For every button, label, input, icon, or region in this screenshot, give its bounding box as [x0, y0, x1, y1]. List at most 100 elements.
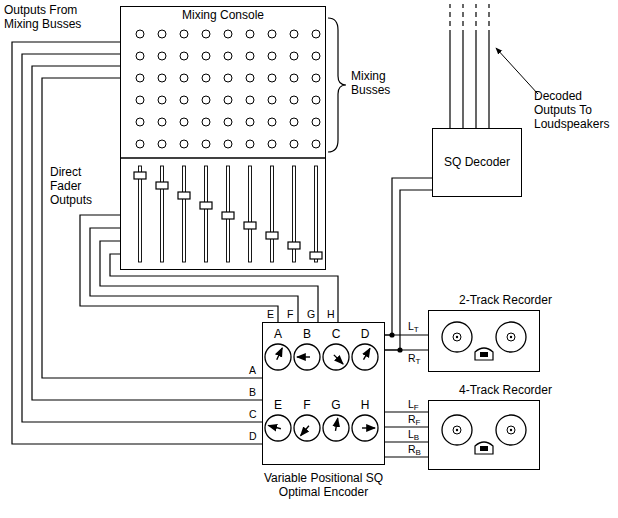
tape-head-gap	[480, 446, 488, 451]
bus-knob	[180, 74, 188, 82]
bus-knob	[268, 30, 276, 38]
fader-cap	[134, 172, 146, 179]
annotation: Direct Fader Outputs	[50, 166, 114, 207]
bus-knob	[136, 118, 144, 126]
bus-knob	[312, 52, 320, 60]
signal-letter: L	[408, 428, 414, 440]
bus-knob	[224, 30, 232, 38]
bus-knob	[224, 140, 232, 148]
encoder-knob	[294, 415, 320, 441]
bus-knob	[202, 52, 210, 60]
bus-knob	[202, 140, 210, 148]
encoder-knob	[265, 344, 291, 370]
node-title: SQ Decoder	[444, 156, 510, 170]
signal-name: LT	[407, 321, 420, 333]
annotation: Mixing Busses	[351, 70, 403, 98]
bus-knob	[158, 30, 166, 38]
fader-cap	[200, 202, 212, 209]
annotation: Decoded Outputs To Loudspeakers	[534, 90, 616, 131]
tape-head-gap	[480, 352, 488, 357]
knob-pointer	[334, 355, 343, 364]
reel	[442, 322, 472, 352]
signal-name: F	[286, 309, 294, 320]
console-divider	[120, 157, 326, 159]
signal-subscript: B	[416, 448, 421, 457]
reel-hub	[453, 333, 461, 341]
signal-name: A	[248, 365, 257, 376]
signal-letter: R	[408, 413, 416, 425]
signal-name: C	[248, 409, 258, 420]
knob-pointer	[335, 418, 337, 431]
bus-knob	[158, 140, 166, 148]
bus-knob	[268, 96, 276, 104]
bus-knob	[246, 30, 254, 38]
bus-knob	[136, 30, 144, 38]
fader-slot	[271, 166, 274, 262]
bus-knob	[136, 74, 144, 82]
knob-pointer	[268, 425, 281, 428]
bus-knob	[290, 74, 298, 82]
bus-knob	[136, 96, 144, 104]
signal-subscript: T	[414, 325, 419, 334]
fader-slot	[315, 166, 318, 262]
bus-knob	[290, 30, 298, 38]
knob-letter: H	[361, 399, 370, 413]
bus-knob	[246, 118, 254, 126]
encoder-knob	[323, 415, 349, 441]
bus-knob	[290, 52, 298, 60]
signal-name: LF	[407, 399, 420, 411]
bus-knob	[180, 118, 188, 126]
fader-slot	[205, 166, 208, 262]
signal-wire	[32, 66, 262, 400]
fader-cap	[288, 242, 300, 249]
signal-wire	[385, 190, 432, 350]
signal-name: RF	[407, 414, 421, 426]
reel	[442, 415, 472, 445]
bus-knob	[246, 140, 254, 148]
signal-subscript: F	[416, 418, 421, 427]
encoder-box: Variable Positional SQ Optimal Encoder	[262, 322, 385, 465]
signal-wire	[22, 54, 262, 422]
bus-knob	[268, 52, 276, 60]
bus-knob	[180, 140, 188, 148]
encoder-knob	[323, 344, 349, 370]
knob-pointer	[301, 426, 309, 436]
bus-knob	[202, 74, 210, 82]
bus-knob	[268, 74, 276, 82]
knob-letter: C	[332, 328, 341, 342]
reel-hub	[453, 426, 461, 434]
bus-knob	[224, 74, 232, 82]
encoder-knob	[352, 344, 378, 370]
bus-knob	[224, 96, 232, 104]
annotation: Outputs From Mixing Busses	[4, 4, 100, 32]
node-heading: 4-Track Recorder	[459, 384, 552, 398]
bus-knob	[312, 96, 320, 104]
bus-knob	[180, 52, 188, 60]
knob-letter: A	[274, 328, 282, 342]
signal-letter: L	[408, 398, 414, 410]
signal-name: RT	[407, 353, 421, 365]
signal-letter: R	[408, 352, 416, 364]
knob-letter: G	[331, 399, 340, 413]
bus-knob	[202, 96, 210, 104]
reel-spindle	[510, 336, 512, 338]
bus-knob	[290, 140, 298, 148]
signal-wire	[110, 254, 338, 322]
fader-cap	[310, 252, 322, 259]
signal-wire	[12, 42, 262, 444]
signal-wire	[385, 411, 428, 412]
node-heading: 2-Track Recorder	[459, 294, 552, 308]
console-controls	[134, 30, 322, 262]
bus-knob	[202, 30, 210, 38]
signal-name: LB	[407, 429, 420, 441]
fader-cap	[156, 182, 168, 189]
encoder-knob	[294, 344, 320, 370]
bus-knob	[290, 118, 298, 126]
signal-wire	[385, 426, 428, 427]
knob-pointer	[364, 348, 371, 359]
signal-name: E	[266, 309, 275, 320]
encoder-knob	[265, 415, 291, 441]
signal-name: H	[326, 309, 336, 320]
bus-knob	[290, 96, 298, 104]
